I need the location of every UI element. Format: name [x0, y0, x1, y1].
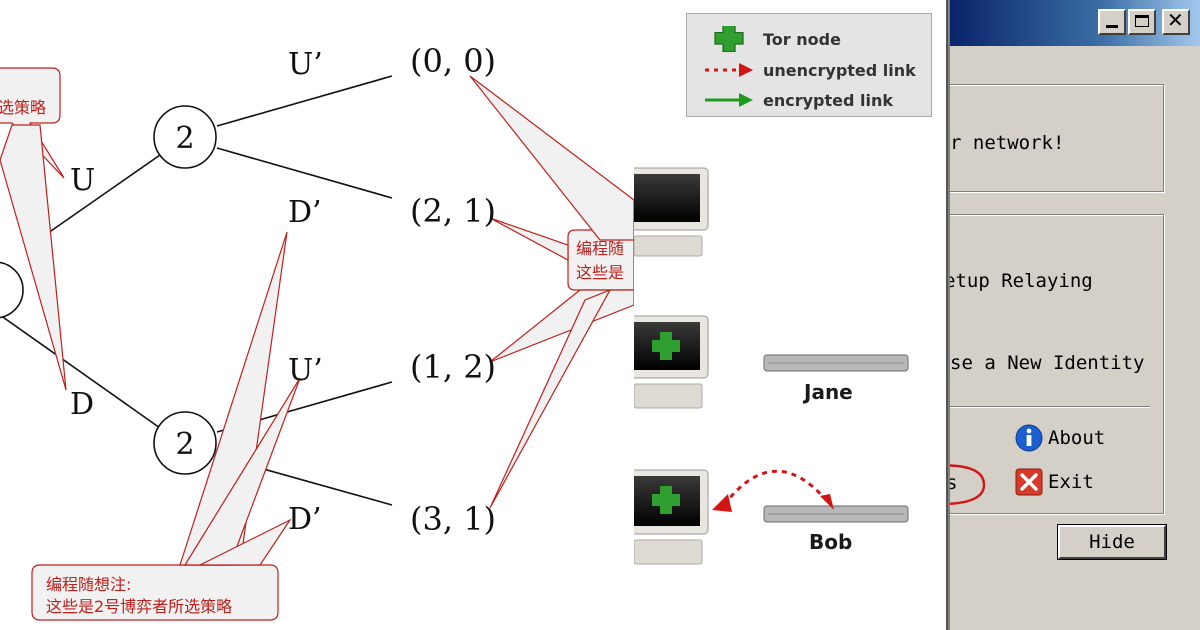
host-name-jane: Jane	[804, 380, 853, 404]
branch-root-down	[0, 314, 161, 429]
unencrypted-link-icon	[705, 63, 753, 77]
server-icon-bob	[763, 505, 909, 523]
maximize-icon	[1135, 15, 1149, 27]
about-label: About	[1048, 427, 1106, 449]
player2-top-label: 2	[175, 121, 194, 156]
game-tree-svg: 2 2 U D U’ D’ U’ D’ (0, 0) (2, 1)	[0, 42, 634, 621]
callout-right-pointer-1	[469, 75, 634, 241]
status-text: r network!	[950, 132, 1065, 154]
callout-bottom	[31, 564, 279, 621]
callout-bottom-text-1: 编程随想注:	[46, 575, 131, 594]
window-titlebar[interactable]: ✕	[950, 0, 1200, 46]
info-icon	[1015, 424, 1043, 452]
callout-right-text-2: 这些是	[576, 263, 624, 282]
callout-top-left-pointer-d	[0, 124, 67, 391]
payoff-3: (1, 2)	[410, 348, 496, 386]
root-node	[0, 261, 24, 319]
action-root-up: U	[70, 163, 95, 198]
payoff-2: (2, 1)	[410, 192, 496, 230]
menu-groupbox	[950, 214, 1164, 514]
player2-bottom-node	[153, 411, 217, 475]
branch-top-up	[216, 75, 393, 127]
minimize-button[interactable]	[1098, 9, 1126, 35]
settings-link-fragment[interactable]: s	[950, 472, 957, 494]
hide-button[interactable]: Hide	[1057, 524, 1167, 560]
callout-bottom-text-2: 这些是2号博弈者所选策略	[46, 597, 232, 616]
status-groupbox	[950, 84, 1164, 192]
player2-bottom-label: 2	[175, 427, 194, 462]
server-icon-jane	[763, 354, 909, 372]
callout-right	[567, 229, 634, 291]
host-name-bob: Bob	[809, 530, 853, 554]
action-bottom-up: U’	[288, 353, 323, 388]
action-bottom-down: D’	[288, 502, 322, 537]
branch-top-down	[216, 147, 393, 199]
tor-network-diagram: Tor node unencrypted link encrypted link	[634, 0, 948, 630]
red-circle-annotation	[950, 464, 986, 506]
tor-node-icon	[714, 26, 744, 52]
menu-divider	[950, 406, 1150, 407]
legend-label-tor-node: Tor node	[763, 29, 841, 49]
legend-label-encrypted: encrypted link	[763, 90, 894, 110]
vidalia-control-panel: ✕ r network! etup Relaying se a New Iden…	[948, 0, 1200, 630]
callout-shapes	[0, 67, 634, 621]
legend-label-unencrypted: unencrypted link	[763, 60, 916, 80]
action-top-down: D’	[288, 195, 322, 230]
maximize-button[interactable]	[1128, 9, 1156, 35]
callout-right-text-1: 编程随	[576, 239, 624, 258]
unencrypted-link-arrow	[712, 469, 834, 512]
computer-icon-tor-node-2	[634, 469, 709, 565]
exit-label: Exit	[1048, 471, 1094, 493]
close-icon: ✕	[1167, 8, 1184, 32]
callout-top-left	[0, 67, 65, 179]
new-identity-link[interactable]: se a New Identity	[950, 352, 1145, 374]
encrypted-link-icon	[705, 93, 753, 107]
game-tree-diagram: 2 2 U D U’ D’ U’ D’ (0, 0) (2, 1)	[0, 42, 634, 621]
callout-right-pointer-2	[489, 217, 569, 262]
minimize-icon	[1106, 25, 1118, 28]
exit-icon	[1015, 468, 1043, 496]
payoff-4: (3, 1)	[410, 500, 496, 538]
callout-right-pointer-4	[489, 288, 612, 509]
close-button[interactable]: ✕	[1162, 8, 1190, 35]
computer-icon-tor-node-1	[634, 315, 709, 409]
player2-top-node	[153, 105, 217, 169]
payoff-1: (0, 0)	[410, 42, 496, 80]
action-root-down: D	[70, 387, 94, 422]
legend: Tor node unencrypted link encrypted link	[686, 13, 932, 117]
action-top-up: U’	[288, 47, 323, 82]
callout-top-left-text: 选策略	[0, 98, 46, 117]
computer-icon-1	[634, 167, 709, 257]
setup-relaying-link[interactable]: etup Relaying	[948, 270, 1093, 292]
callout-bottom-pointer-3	[199, 518, 292, 566]
tor-hosts-svg	[634, 167, 909, 565]
branch-root-up	[37, 154, 161, 241]
